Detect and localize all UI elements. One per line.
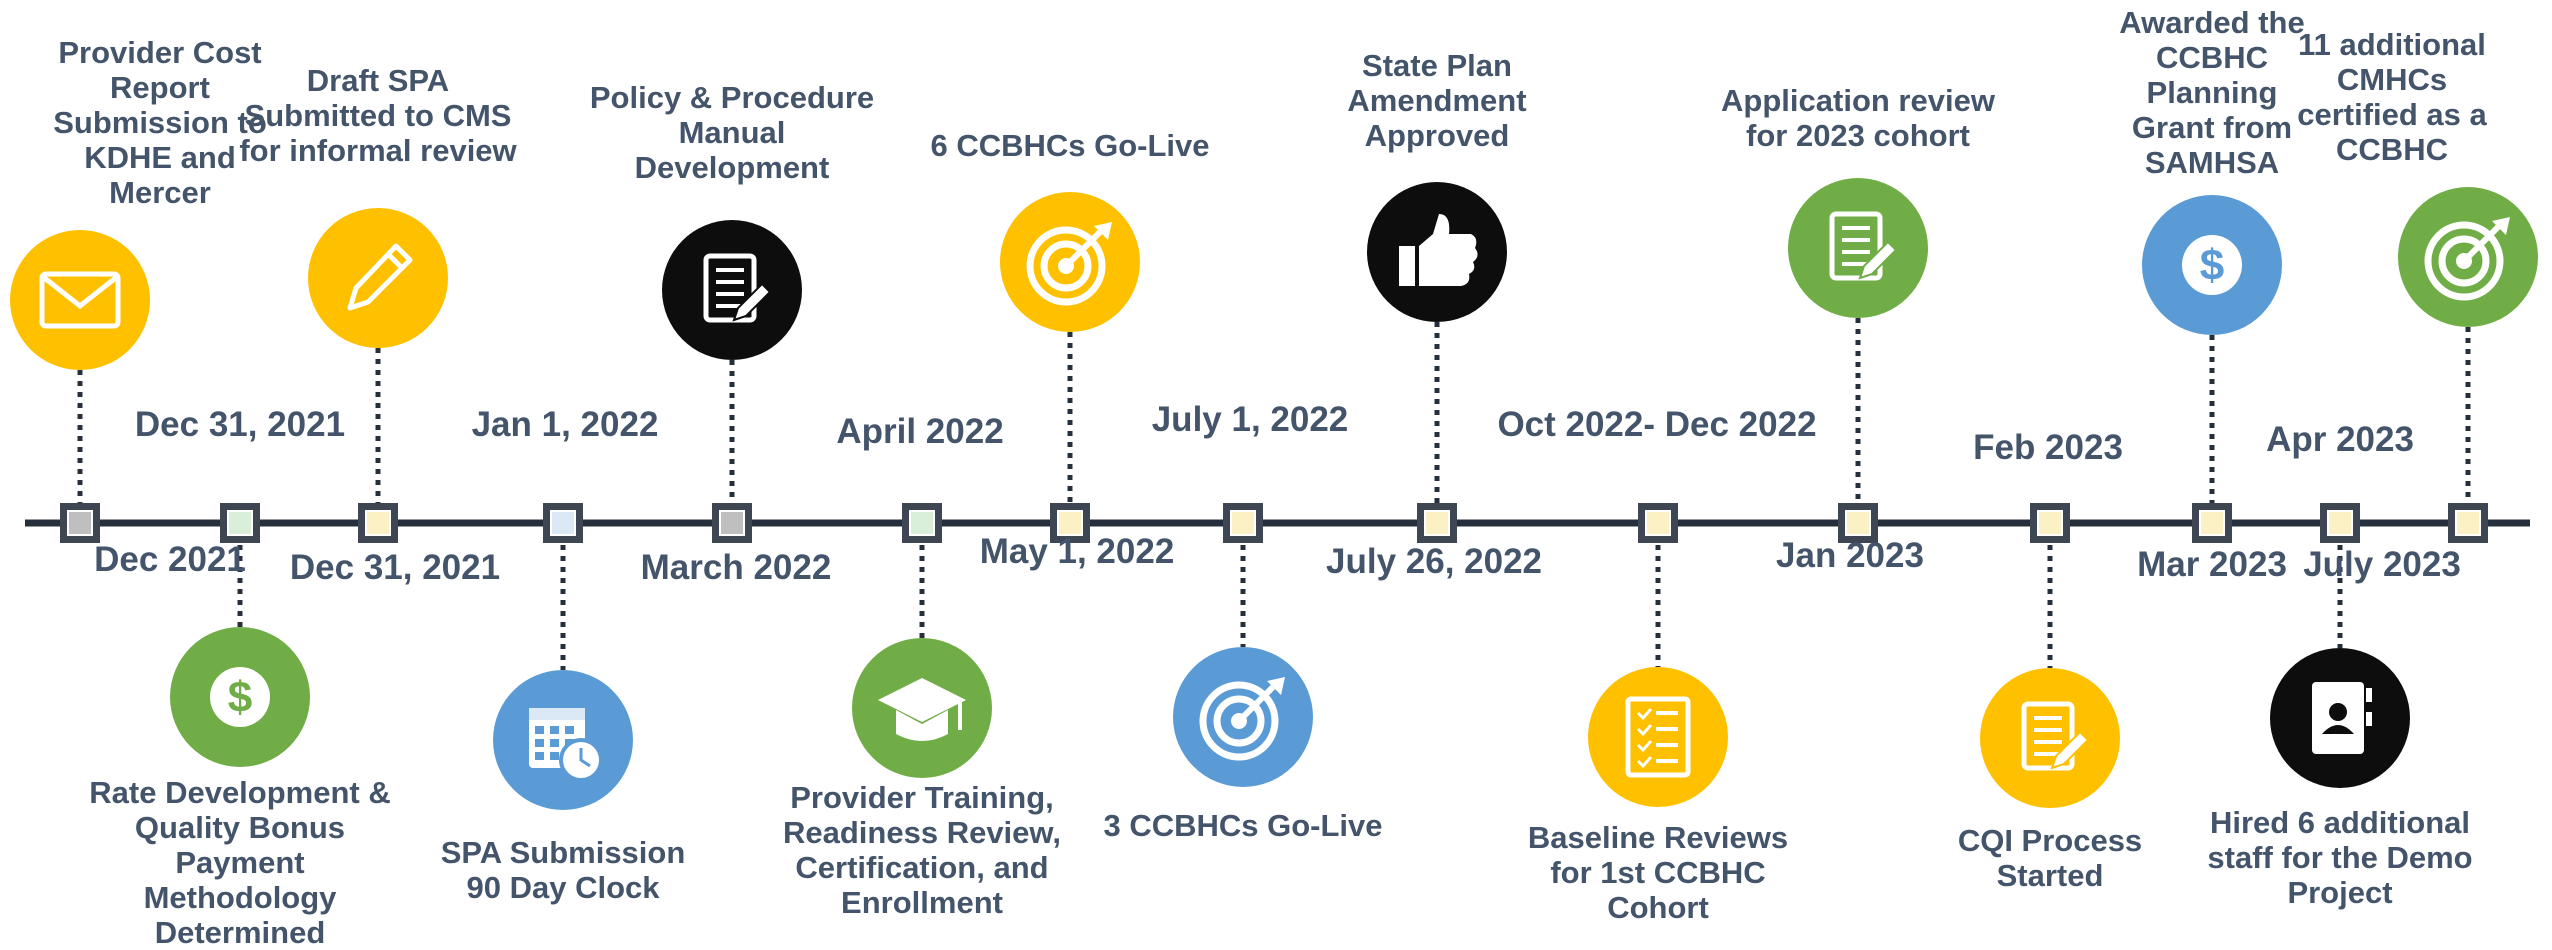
timeline-event bbox=[1788, 178, 1928, 543]
event-label: CQI Process Started bbox=[1957, 823, 2143, 893]
timeline-event bbox=[852, 503, 992, 778]
timeline-event bbox=[1367, 182, 1507, 543]
event-label: Provider Training, Readiness Review, Cer… bbox=[783, 780, 1061, 920]
event-icon-circle bbox=[1588, 667, 1728, 807]
calendar-clock-icon bbox=[529, 708, 603, 782]
timeline-event bbox=[1588, 503, 1728, 807]
event-date: March 2022 bbox=[640, 548, 832, 587]
timeline-node-inner bbox=[550, 510, 576, 536]
timeline-node-inner bbox=[2037, 510, 2063, 536]
timeline-event bbox=[662, 220, 802, 543]
event-label: Application review for 2023 cohort bbox=[1721, 83, 1995, 153]
timeline-node-inner bbox=[1424, 510, 1450, 536]
event-icon-circle bbox=[308, 208, 448, 348]
event-label: 3 CCBHCs Go-Live bbox=[1103, 808, 1383, 843]
event-label: Hired 6 additional staff for the Demo Pr… bbox=[2207, 805, 2473, 910]
event-icon-circle bbox=[662, 220, 802, 360]
event-date: May 1, 2022 bbox=[979, 532, 1175, 571]
timeline-node-inner bbox=[909, 510, 935, 536]
event-icon-circle bbox=[1980, 668, 2120, 808]
event-date: Dec 2021 bbox=[94, 540, 246, 579]
timeline-event bbox=[1980, 503, 2120, 808]
timeline-event bbox=[2398, 187, 2538, 543]
checklist-icon bbox=[1625, 696, 1691, 778]
svg-text:$: $ bbox=[2200, 241, 2224, 290]
timeline-node-inner bbox=[2455, 510, 2481, 536]
target-icon bbox=[2424, 217, 2510, 301]
event-label: Draft SPA Submitted to CMS for informal … bbox=[239, 63, 517, 168]
dollar-icon: $ bbox=[2182, 235, 2242, 295]
event-label: Awarded the CCBHC Planning Grant from SA… bbox=[2119, 5, 2305, 180]
event-date: Dec 31, 2021 bbox=[289, 548, 501, 587]
event-date: Feb 2023 bbox=[1973, 428, 2123, 467]
timeline: $$ Provider Cost Report Submission to KD… bbox=[10, 5, 2538, 950]
timeline-node-inner bbox=[719, 510, 745, 536]
event-date: July 26, 2022 bbox=[1326, 542, 1542, 581]
timeline-node-inner bbox=[2199, 510, 2225, 536]
event-date: Apr 2023 bbox=[2266, 420, 2414, 459]
event-label: Provider Cost Report Submission to KDHE … bbox=[53, 35, 267, 210]
graduation-cap-icon bbox=[878, 678, 966, 741]
svg-text:$: $ bbox=[228, 673, 252, 722]
timeline-event bbox=[1173, 503, 1313, 787]
timeline-event bbox=[493, 503, 633, 810]
dollar-icon: $ bbox=[210, 667, 270, 727]
pencil-icon bbox=[347, 243, 413, 311]
thumbs-up-icon bbox=[1399, 214, 1478, 286]
timeline-node-inner bbox=[227, 510, 253, 536]
timeline-event: $ bbox=[2142, 195, 2282, 543]
event-date: Jan 1, 2022 bbox=[471, 405, 659, 444]
timeline-event: $ bbox=[170, 503, 310, 767]
event-label: State Plan Amendment Approved bbox=[1347, 48, 1527, 153]
event-label: 6 CCBHCs Go-Live bbox=[930, 128, 1210, 163]
timeline-graphic: $$ bbox=[10, 178, 2538, 810]
timeline-node-inner bbox=[2327, 510, 2353, 536]
event-date: Dec 31, 2021 bbox=[134, 405, 346, 444]
timeline-event bbox=[1000, 192, 1140, 543]
event-icon-circle bbox=[10, 230, 150, 370]
target-icon bbox=[1026, 222, 1112, 306]
timeline-node-inner bbox=[1057, 510, 1083, 536]
document-edit-icon bbox=[1829, 211, 1898, 281]
envelope-icon bbox=[39, 271, 121, 329]
document-edit-icon bbox=[703, 253, 772, 323]
event-date: July 1, 2022 bbox=[1151, 400, 1349, 439]
event-label: Policy & Procedure Manual Development bbox=[589, 80, 875, 185]
timeline-event bbox=[308, 208, 448, 543]
document-edit-icon bbox=[2021, 701, 2090, 771]
timeline-event bbox=[10, 230, 150, 543]
event-label: SPA Submission 90 Day Clock bbox=[440, 835, 686, 905]
timeline-node-inner bbox=[1230, 510, 1256, 536]
timeline-node-inner bbox=[1645, 510, 1671, 536]
event-date: July 2023 bbox=[2303, 545, 2461, 584]
target-icon bbox=[1199, 677, 1285, 761]
contact-book-icon bbox=[2312, 682, 2372, 754]
timeline-event bbox=[2270, 503, 2410, 788]
event-date: April 2022 bbox=[836, 412, 1004, 451]
timeline-node-inner bbox=[1845, 510, 1871, 536]
event-date: Oct 2022- Dec 2022 bbox=[1497, 405, 1817, 444]
timeline-node-inner bbox=[67, 510, 93, 536]
event-date: Jan 2023 bbox=[1776, 536, 1924, 575]
event-icon-circle bbox=[1788, 178, 1928, 318]
event-label: Rate Development & Quality Bonus Payment… bbox=[89, 775, 391, 950]
event-label: 11 additional CMHCs certified as a CCBHC bbox=[2297, 27, 2487, 167]
event-label: Baseline Reviews for 1st CCBHC Cohort bbox=[1527, 820, 1789, 925]
event-date: Mar 2023 bbox=[2137, 545, 2287, 584]
timeline-node-inner bbox=[365, 510, 391, 536]
